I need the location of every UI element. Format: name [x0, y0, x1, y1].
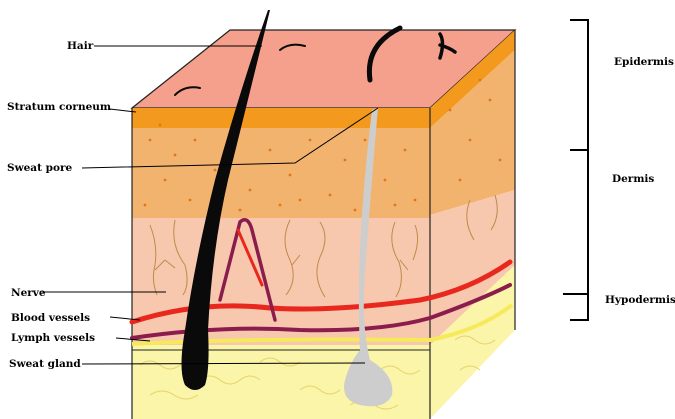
label-sweat-pore: Sweat pore	[7, 162, 72, 174]
label-lymph-vessels: Lymph vessels	[11, 332, 95, 344]
right-brackets	[563, 20, 588, 320]
label-nerve: Nerve	[11, 287, 46, 299]
label-blood-vessels: Blood vessels	[11, 312, 90, 324]
label-dermis: Dermis	[612, 173, 654, 185]
label-hypodermis: Hypodermis	[605, 294, 675, 306]
label-stratum-corneum: Stratum corneum	[7, 101, 111, 113]
stratum-corneum-layer	[132, 108, 430, 128]
right-labels: Epidermis Dermis Hypodermis	[605, 56, 675, 306]
label-sweat-gland: Sweat gland	[9, 358, 81, 370]
front-face	[132, 108, 430, 419]
label-hair: Hair	[67, 40, 94, 52]
label-epidermis: Epidermis	[614, 56, 674, 68]
